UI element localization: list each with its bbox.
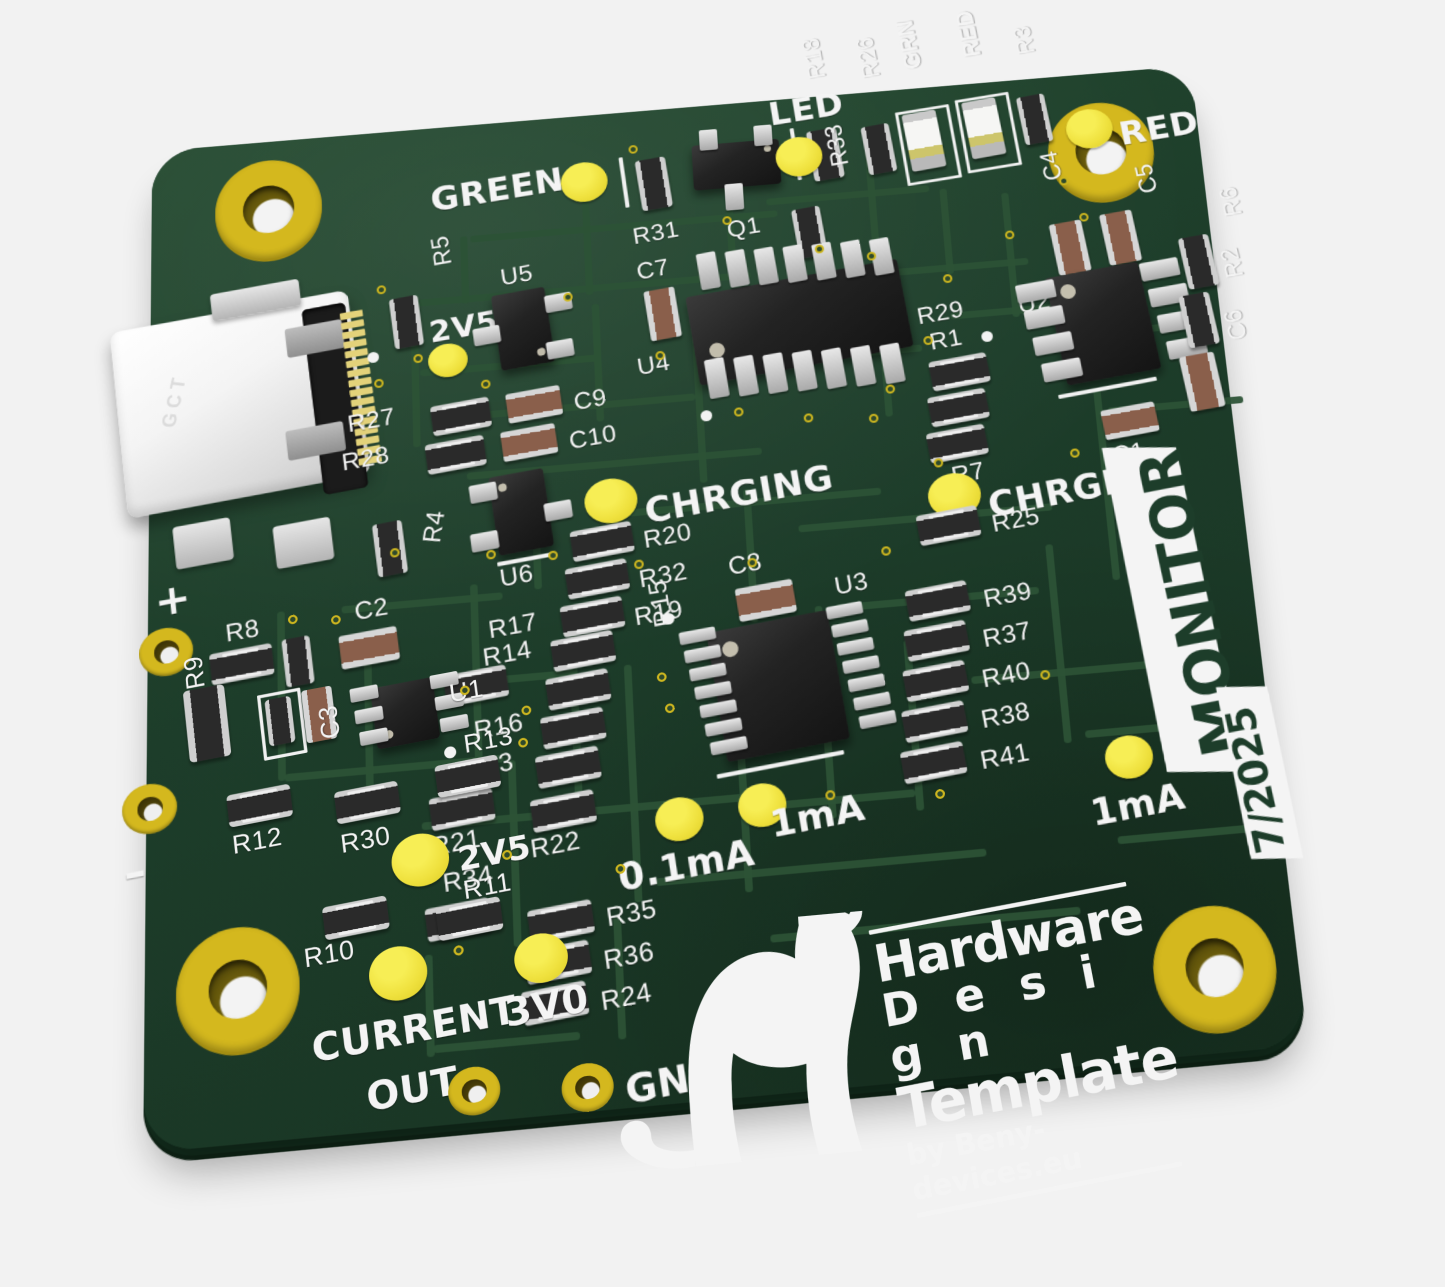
pin1-marker-u3: [721, 639, 740, 659]
hole-bore: [242, 183, 295, 235]
ref-r26: R26: [851, 34, 886, 81]
q1-lead-1: [698, 128, 719, 151]
pin1-marker: [763, 144, 772, 153]
ref-grn: GRN: [891, 17, 928, 72]
connector-brand-label: GCT: [158, 372, 192, 429]
resistor-unmarked-1: [281, 634, 315, 688]
board-perspective-wrapper: GCT GREEN R31 Q1 R18 LED R26 GRN RED R3: [0, 0, 1445, 1223]
pcb-render-canvas: GCT GREEN R31 Q1 R18 LED R26 GRN RED R3: [0, 0, 1445, 1223]
brand-logo-block: Hardware D e s i g n Template by Beny-de…: [868, 881, 1187, 1218]
pin1-marker-u4: [708, 341, 727, 359]
pcb-board: GCT GREEN R31 Q1 R18 LED R26 GRN RED R3: [109, 8, 1308, 1218]
q1-lead-3: [724, 182, 745, 211]
q1-lead-2: [753, 124, 773, 147]
resistor-r9: [182, 683, 232, 764]
hole-bore: [208, 956, 268, 1022]
capacitor-c3: [300, 685, 338, 744]
pin1-marker-u6: [497, 482, 508, 493]
ref-r18: R18: [797, 35, 832, 82]
hole-bore: [575, 1075, 601, 1100]
ref-red-component: RED: [950, 8, 987, 60]
hole-bore: [153, 639, 179, 665]
hole-bore: [1182, 935, 1248, 1001]
pin1-marker-u5: [536, 347, 547, 357]
resistor-unmarked-2: [264, 695, 296, 747]
ref-r6: R6: [1214, 184, 1249, 219]
ref-c6: C6: [1218, 306, 1254, 343]
cat-silhouette-icon: [612, 886, 885, 1180]
ref-r2: R2: [1215, 245, 1250, 281]
label-minus: –: [121, 845, 149, 900]
hole-bore: [136, 796, 163, 822]
pin1-marker-u2: [1058, 283, 1078, 301]
hole-bore: [461, 1078, 487, 1104]
ref-r3: R3: [1008, 23, 1041, 57]
